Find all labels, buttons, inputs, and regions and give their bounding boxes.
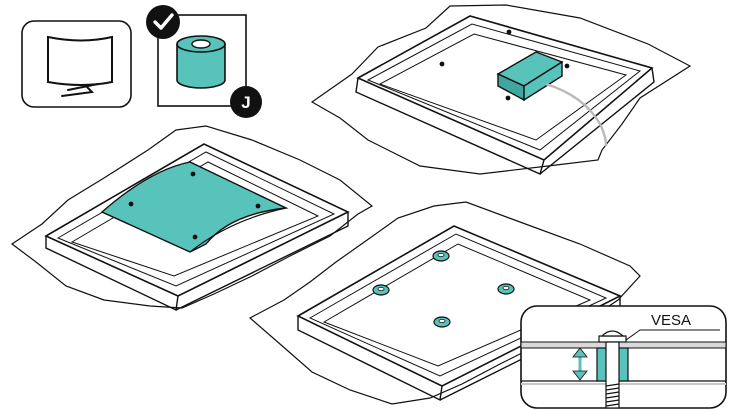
spacer-badge-label: J (241, 93, 250, 112)
spacer-top (433, 251, 449, 261)
check-badge-icon (146, 5, 180, 39)
tv-panel-section (521, 342, 726, 348)
step-remove-foam-block (312, 5, 690, 174)
mount-hole (506, 96, 511, 101)
mount-hole (440, 62, 445, 67)
vesa-label: VESA (651, 312, 691, 329)
tv-icon-panel (22, 21, 131, 107)
spacer-icon-panel: J (146, 5, 262, 118)
mount-hole (193, 235, 198, 240)
vesa-detail-callout: VESA (521, 306, 726, 408)
mount-hole (191, 172, 196, 177)
mount-hole (129, 202, 134, 207)
spacer-left (373, 285, 389, 295)
spacer-letter-badge: J (230, 86, 262, 118)
mount-hole (256, 204, 261, 209)
mount-hole (565, 64, 570, 69)
spacer-right (498, 284, 514, 294)
spacer-bottom (434, 317, 450, 327)
mount-hole (507, 30, 512, 35)
spacer-cylinder-icon (177, 36, 225, 88)
